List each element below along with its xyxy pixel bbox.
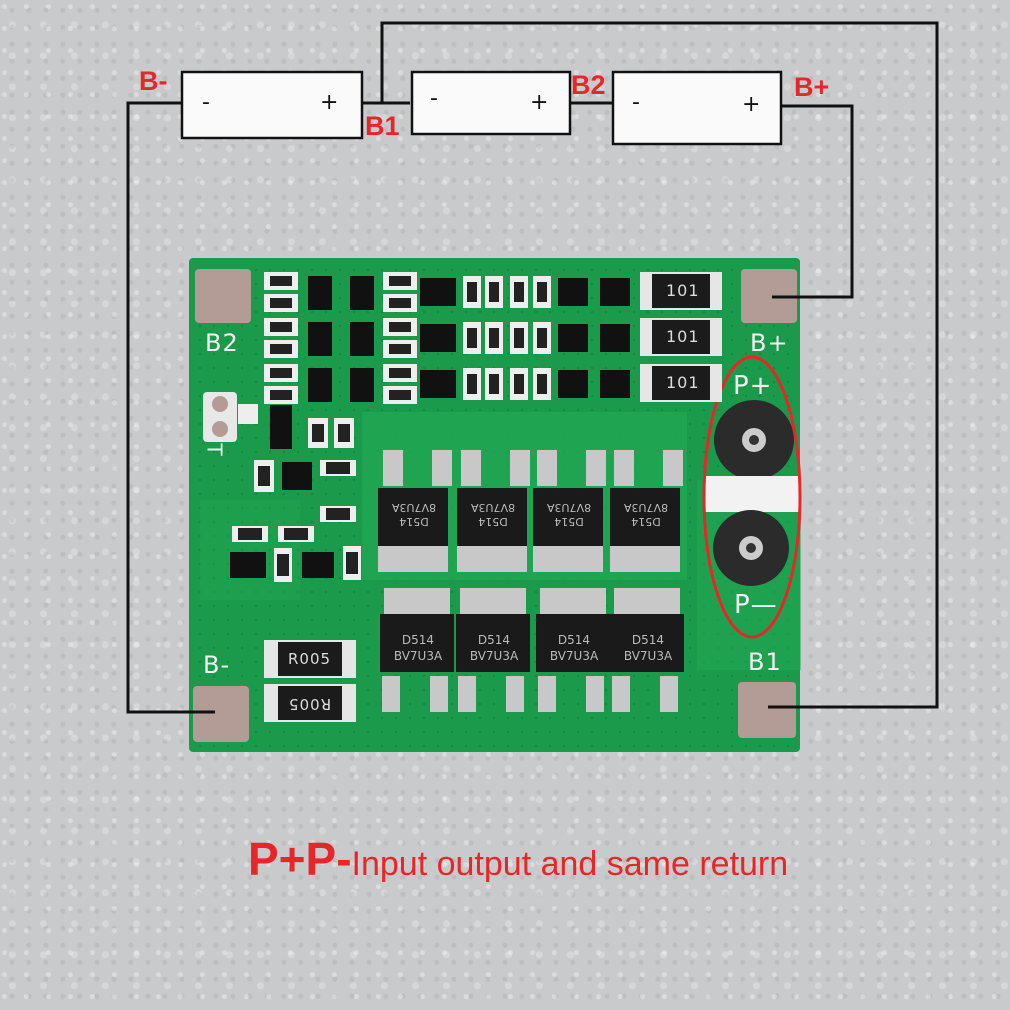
cell-1 <box>180 70 364 140</box>
pad-b-plus <box>741 269 797 323</box>
pad-b2 <box>195 269 251 323</box>
mosfet-code: 8V7U3A <box>470 501 516 514</box>
mosfet-bottom-2-marking: D514 BV7U3A <box>462 632 526 664</box>
resistor-marking-2: 101 <box>666 327 700 346</box>
pad-b1 <box>738 682 796 738</box>
silk-b1: B1 <box>748 648 782 676</box>
smd-rows <box>264 272 630 404</box>
caption-text: Input output and same return <box>351 845 789 883</box>
wires <box>126 21 939 714</box>
mosfet-code: 8V7U3A <box>391 501 437 514</box>
mosfet-top-2-marking: D514 8V7U3A <box>462 500 524 528</box>
mosfet-code: BV7U3A <box>549 649 599 663</box>
mosfet-bottom-4-marking: D514 BV7U3A <box>616 632 680 664</box>
mosfet-top-4-marking: D514 8V7U3A <box>615 500 677 528</box>
mosfet-part: D514 <box>631 633 665 647</box>
mosfet-code: BV7U3A <box>393 649 443 663</box>
cell-2-minus: - <box>430 86 438 111</box>
cell-3 <box>611 70 783 146</box>
mosfet-part: D514 <box>554 515 584 528</box>
silk-b2: B2 <box>205 329 239 357</box>
label-b-minus: B- <box>139 66 168 96</box>
shunt-marking-1: R005 <box>288 650 332 668</box>
label-b-plus: B+ <box>794 72 830 102</box>
label-b1: B1 <box>365 111 400 141</box>
resistor-marking-3: 101 <box>666 373 700 392</box>
mosfet-bottom-1-marking: D514 BV7U3A <box>386 632 450 664</box>
pad-b-minus <box>193 686 249 742</box>
mosfet-bottom-3-marking: D514 BV7U3A <box>542 632 606 664</box>
silk-b-plus: B+ <box>750 329 789 357</box>
mosfet-code: BV7U3A <box>469 649 519 663</box>
cell-3-plus: + <box>742 92 761 117</box>
mosfet-code: 8V7U3A <box>546 501 592 514</box>
mosfet-part: D514 <box>401 633 435 647</box>
label-b2: B2 <box>571 70 606 100</box>
cell-1-minus: - <box>202 90 210 115</box>
cell-1-plus: + <box>320 90 339 115</box>
silk-t: T <box>202 443 227 457</box>
silk-p-plus: P+ <box>733 371 773 401</box>
silk-b-minus: B- <box>203 651 231 679</box>
mosfets-top <box>378 450 683 572</box>
mosfet-part: D514 <box>478 515 508 528</box>
cell-3-minus: - <box>632 90 640 115</box>
mosfet-part: D514 <box>557 633 591 647</box>
cell-2-plus: + <box>530 90 549 115</box>
battery-cells <box>180 70 783 146</box>
caption-bold: P+P- <box>248 833 352 885</box>
silk-p-minus: P— <box>734 590 778 620</box>
mosfet-code: BV7U3A <box>623 649 673 663</box>
mosfet-top-3-marking: D514 8V7U3A <box>538 500 600 528</box>
sense-resistors <box>640 272 722 402</box>
p-terminal-highlight <box>702 355 802 639</box>
mosfet-part: D514 <box>631 515 661 528</box>
resistor-marking-1: 101 <box>666 281 700 300</box>
mosfets-bottom <box>380 588 684 712</box>
mosfet-part: D514 <box>399 515 429 528</box>
mosfet-code: 8V7U3A <box>623 501 669 514</box>
caption: P+P-Input output and same return <box>248 836 788 882</box>
shunt-marking-2: R005 <box>288 695 332 713</box>
mosfet-top-1-marking: D514 8V7U3A <box>383 500 445 528</box>
mosfet-part: D514 <box>477 633 511 647</box>
cell-2 <box>410 70 572 136</box>
